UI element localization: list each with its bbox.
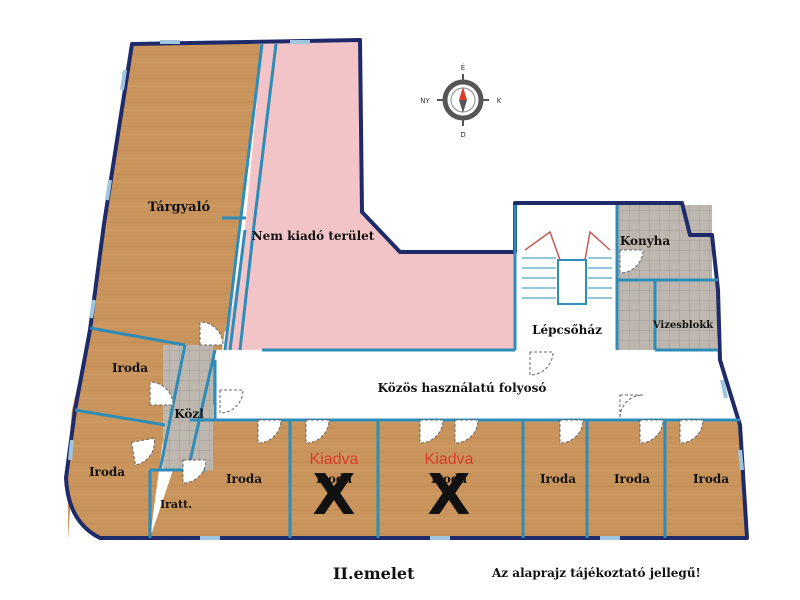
label-iroda-left-bottom: Iroda [89,465,125,479]
compass-east: K [497,97,502,105]
rented-label-2: Kiadva [425,451,474,468]
floor-label: II.emelet [333,564,415,583]
room-labels: Tárgyaló Nem kiadó terület Lépcsőház Kon… [89,200,729,511]
rented-label-1: Kiadva [310,451,359,468]
staircase-icon [522,230,612,305]
doors [130,249,704,484]
label-iroda-b3: Iroda [431,472,467,486]
label-iroda-b1: Iroda [226,472,262,486]
label-iroda-left-top: Iroda [112,361,148,375]
floor-fills [68,40,745,540]
label-lepcsohaz: Lépcsőház [532,323,602,337]
label-iroda-b2: Iroda [316,472,352,486]
corridor-room [215,350,730,420]
rented-markers: Kiadva X Kiadva X [310,451,474,528]
label-targyalo: Tárgyaló [148,200,211,215]
label-vizesblokk: Vizesblokk [652,320,714,331]
vizesblokk-room [617,280,717,350]
rented-x-2: X [427,463,470,528]
label-iroda-b5: Iroda [614,472,650,486]
compass-north: É [461,63,465,72]
label-iroda-b4: Iroda [540,472,576,486]
rented-x-1: X [312,463,355,528]
label-iroda-b6: Iroda [693,472,729,486]
label-kozl: Közl [174,407,204,421]
label-folyoso: Közös használatú folyosó [378,381,547,395]
label-iratt: Iratt. [160,498,192,511]
compass-west: NY [420,97,430,105]
compass-south: D [460,131,465,139]
label-konyha: Konyha [620,234,671,248]
nem-kiado-room [225,40,515,360]
disclaimer-text: Az alaprajz tájékoztató jellegű! [492,566,701,580]
compass-icon: É D K NY [420,63,501,139]
inner-walls [74,43,740,538]
windows [68,40,744,540]
label-nem-kiado: Nem kiadó terület [252,229,375,243]
